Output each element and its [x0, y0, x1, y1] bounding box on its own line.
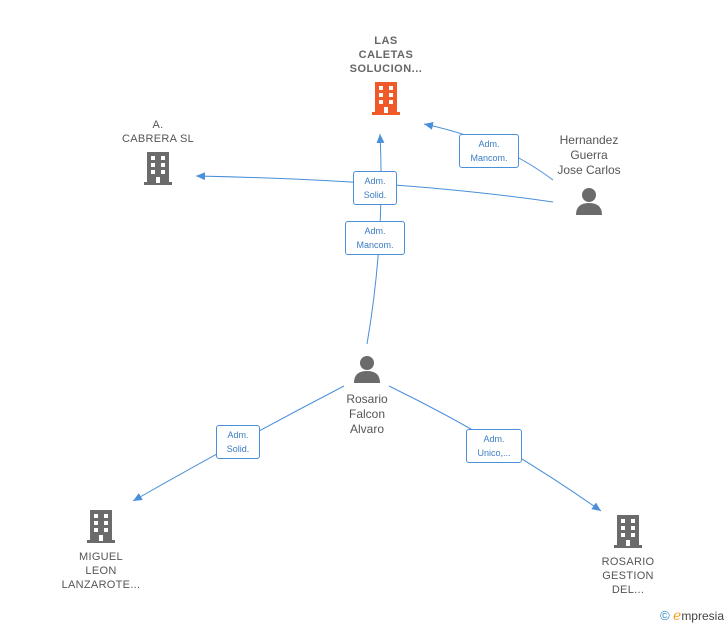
building-icon: [144, 152, 172, 185]
empresia-logo-initial: e: [673, 608, 682, 624]
node-rosario-falcon[interactable]: Rosario Falcon Alvaro: [322, 354, 412, 437]
role-label-rosario-miguel[interactable]: Adm. Solid.: [216, 425, 260, 459]
role-label-rosario-gestion[interactable]: Adm. Unico,...: [466, 429, 522, 463]
empresia-logo-text: mpresia: [681, 609, 724, 623]
person-icon: [354, 356, 380, 383]
node-label-hernandez: Hernandez Guerra Jose Carlos: [557, 133, 621, 177]
node-miguel-leon[interactable]: MIGUEL LEON LANZAROTE...: [46, 508, 156, 592]
building-icon: [87, 510, 115, 543]
building-icon: [372, 82, 400, 115]
empresia-watermark: © empresia: [660, 608, 724, 624]
role-label-hernandez-caletas[interactable]: Adm. Mancom.: [459, 134, 519, 168]
node-las-caletas[interactable]: LAS CALETAS SOLUCION...: [326, 34, 446, 116]
role-label-rosario-caletas[interactable]: Adm. Mancom.: [345, 221, 405, 255]
node-label-rosario-gestion: ROSARIO GESTION DEL...: [601, 556, 655, 596]
node-label-cabrera: A. CABRERA SL: [121, 119, 195, 145]
node-hernandez[interactable]: Hernandez Guerra Jose Carlos: [543, 133, 635, 216]
role-label-hernandez-cabrera[interactable]: Adm. Solid.: [353, 171, 397, 205]
copyright-symbol: ©: [660, 608, 670, 623]
node-label-las-caletas: LAS CALETAS SOLUCION...: [349, 35, 423, 75]
node-label-miguel-leon: MIGUEL LEON LANZAROTE...: [61, 551, 141, 591]
person-icon: [576, 188, 602, 215]
node-cabrera[interactable]: A. CABRERA SL: [106, 118, 210, 186]
node-rosario-gestion[interactable]: ROSARIO GESTION DEL...: [580, 513, 676, 597]
node-label-rosario-falcon: Rosario Falcon Alvaro: [346, 392, 388, 436]
building-icon: [614, 515, 642, 548]
